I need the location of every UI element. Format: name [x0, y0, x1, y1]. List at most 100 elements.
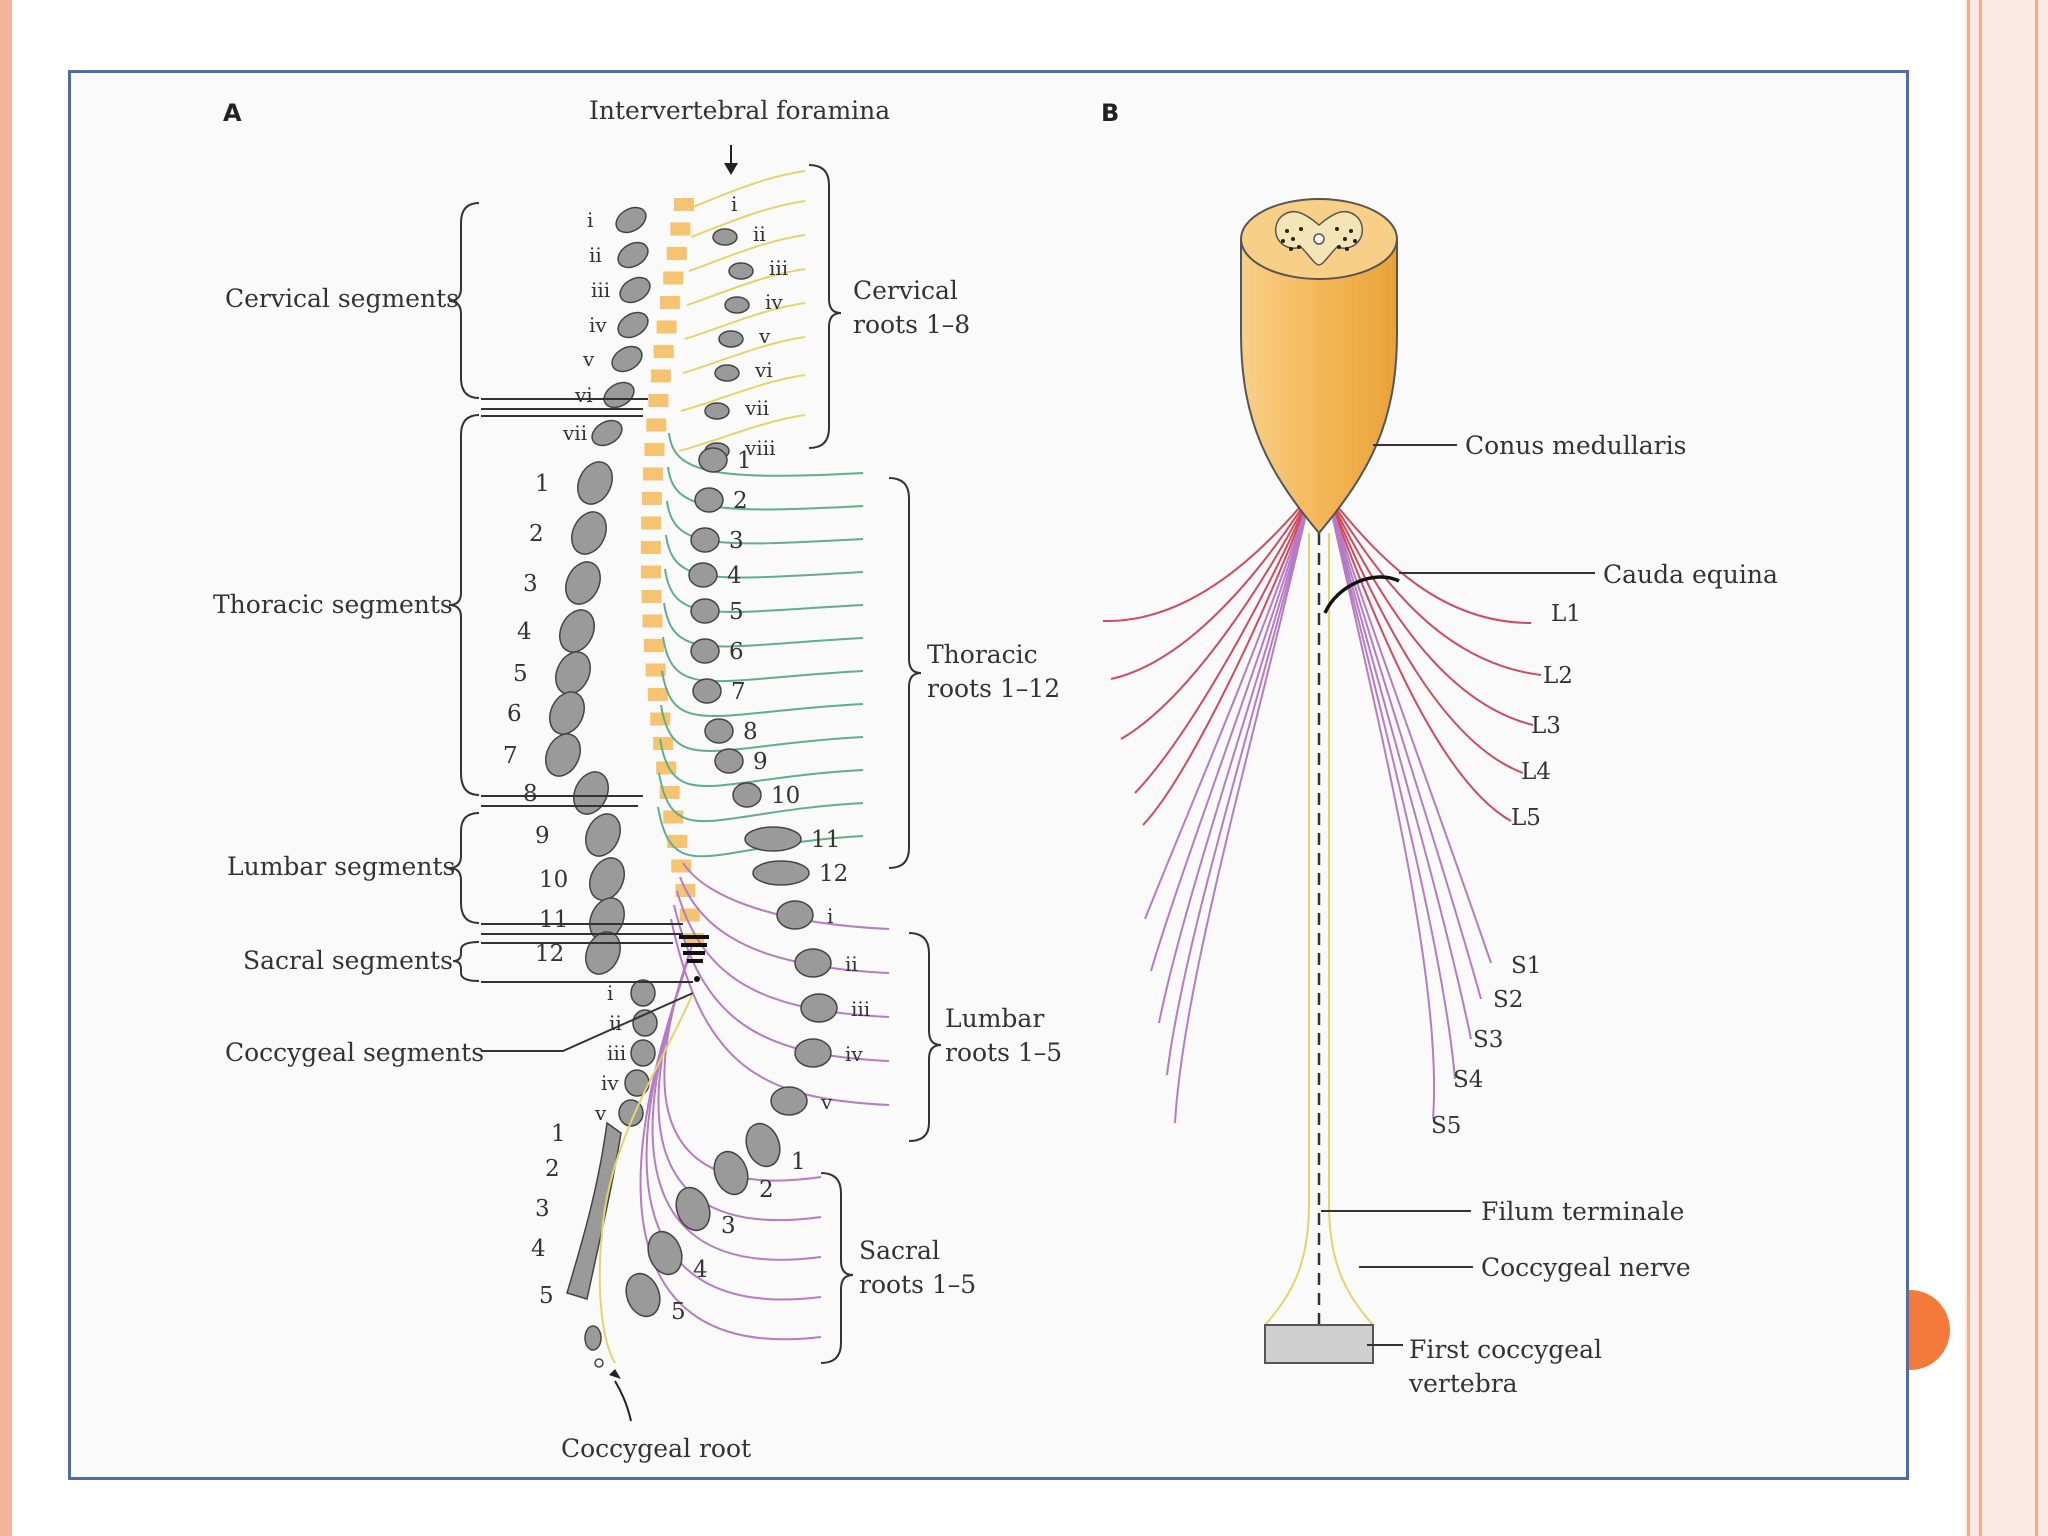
thoracic-foramen-number: 10 [771, 783, 800, 809]
lumbar-nerve-label: L3 [1531, 713, 1561, 739]
cord-segment [650, 369, 671, 383]
border-line [1979, 0, 1982, 1536]
lumbar-nerve-label: L2 [1543, 663, 1573, 689]
lumbar-segments-label: Lumbar segments [227, 852, 455, 881]
cord-segment [645, 663, 666, 677]
first-coccygeal-label-1: First coccygeal [1409, 1335, 1602, 1364]
cauda-strand-left [1144, 510, 1306, 920]
slide-left-border [0, 0, 12, 1536]
cervical-foramen [704, 402, 730, 420]
pointer-lines [1321, 444, 1595, 1346]
thoracic-vertebra [573, 771, 609, 815]
cervical-vertebra [617, 241, 649, 269]
cord-segment [653, 345, 674, 358]
sacral-vertebra-number: 5 [539, 1283, 554, 1309]
sacral-foramen [625, 1272, 661, 1318]
lumbar-vertebra-number: ii [609, 1011, 622, 1035]
thoracic-vertebra-number: 3 [523, 571, 538, 597]
thoracic-vertebra-number: 10 [539, 867, 568, 893]
lumbar-foramen [776, 900, 814, 930]
segment-brackets [448, 164, 942, 1364]
lumbar-root [679, 876, 890, 974]
sacral-vertebra-number: 4 [531, 1236, 546, 1262]
cervical-root [680, 374, 806, 412]
cervical-root [678, 414, 806, 452]
lumbar-root [676, 890, 890, 1018]
cervical-vertebra [619, 276, 651, 304]
thoracic-foramen-number: 6 [729, 639, 744, 665]
cauda-strand-right [1332, 518, 1436, 1120]
filum-terminale-label: Filum terminale [1481, 1197, 1684, 1226]
cauda-strand-left [1134, 506, 1306, 794]
thoracic-vertebra-number: 6 [507, 701, 522, 727]
cord-segment [646, 418, 667, 432]
lumbar-vertebra [630, 1039, 656, 1067]
cord-segment [670, 222, 691, 236]
coccygeal-root-arrow [614, 1380, 632, 1422]
lumbar-vertebra [630, 979, 656, 1007]
cervical-root [690, 200, 806, 238]
intervertebral-foramina-label: Intervertebral foramina [589, 96, 890, 125]
sacral-vertebra-number: 3 [535, 1196, 550, 1222]
cervical-foramen [712, 228, 738, 246]
cervical-root [688, 234, 806, 272]
cervical-foramen-number: i [731, 192, 737, 216]
lumbar-foramen [800, 993, 838, 1023]
thoracic-vertebra-number: 1 [535, 471, 550, 497]
cord-segment [641, 590, 662, 603]
sacral-foramen-number: 4 [693, 1257, 708, 1283]
thoracic-vertebra [571, 511, 607, 555]
cauda-strand-right [1332, 510, 1492, 964]
coccygeal-nerve-label: Coccygeal nerve [1481, 1253, 1691, 1282]
lumbar-foramen [794, 1038, 832, 1068]
sacral-foramen-number: 1 [791, 1149, 806, 1175]
thoracic-vertebra [589, 857, 625, 901]
sacrum [566, 1121, 622, 1300]
thoracic-foramen-number: 5 [729, 599, 744, 625]
cervical-foramen-number: vii [744, 396, 769, 420]
vertebral-bodies: iiiiiiivvvivii123456789101112iiiiiiivv12… [503, 206, 658, 1368]
coccygeal-root-line [598, 992, 694, 1364]
thoracic-foramen-number: 1 [737, 448, 752, 474]
thoracic-foramen [744, 826, 802, 852]
sacral-nerve-label: S4 [1453, 1067, 1483, 1093]
cervical-vertebra [615, 206, 647, 234]
cervical-foramen-number: iii [769, 256, 788, 280]
thoracic-vertebra [555, 651, 591, 695]
thoracic-vertebra [545, 733, 581, 777]
thoracic-vertebra [577, 461, 613, 505]
cauda-strand-left [1174, 518, 1306, 1124]
foramina-arrowhead [724, 163, 738, 175]
border-line [2035, 0, 2038, 1536]
lumbar-nerve-label: L1 [1551, 601, 1581, 627]
cervical-vertebra-number: ii [589, 243, 602, 267]
coccyx [584, 1325, 602, 1351]
lumbar-nerve-label: L4 [1521, 759, 1551, 785]
thoracic-foramen-number: 4 [727, 563, 742, 589]
thoracic-segments-label: Thoracic segments [213, 590, 453, 619]
cervical-foramen-number: iv [765, 290, 783, 314]
lumbar-foramen-number: iv [845, 1042, 863, 1066]
cauda-strand-right [1332, 514, 1472, 1040]
cervical-vertebra [591, 419, 623, 447]
cauda-strand-left [1120, 504, 1306, 740]
cervical-root [686, 268, 806, 306]
grey-matter-dots [1281, 227, 1357, 251]
cauda-strand-right [1332, 500, 1532, 624]
sacral-nerve-label: S2 [1493, 987, 1523, 1013]
thoracic-foramen [690, 598, 720, 624]
sacral-roots-label-2: roots 1–5 [859, 1270, 976, 1299]
cord-segment [641, 492, 662, 505]
cervical-vertebra-number: i [587, 208, 593, 232]
sacral-roots-label-1: Sacral [859, 1236, 940, 1265]
lumbar-foramen-number: v [820, 1090, 833, 1114]
cervical-vertebra-number: vi [574, 383, 593, 407]
cervical-foramen [714, 364, 740, 382]
sacral-foramen [713, 1150, 749, 1196]
thoracic-vertebra-number: 12 [535, 941, 564, 967]
cervical-foramen-number: viii [744, 436, 776, 460]
thoracic-foramen-number: 2 [733, 488, 748, 514]
thoracic-foramen [688, 562, 718, 588]
